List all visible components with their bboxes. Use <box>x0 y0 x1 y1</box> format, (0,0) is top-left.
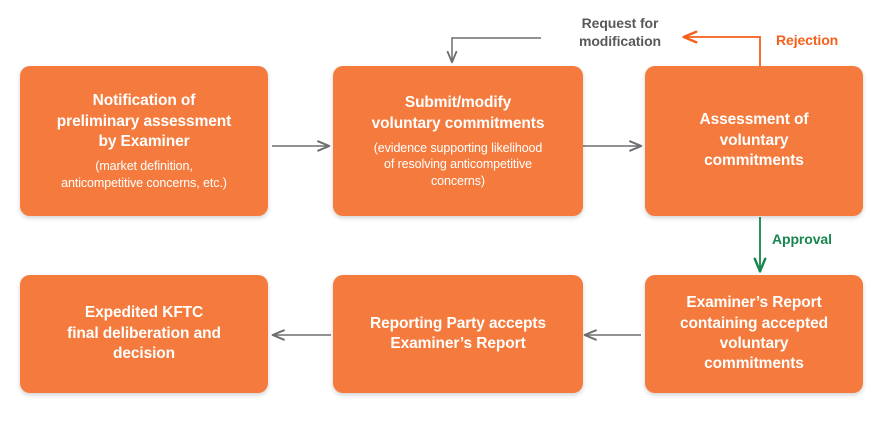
node-assessment[interactable]: Assessment of voluntary commitments <box>645 66 863 216</box>
node-notification-subtitle: (market definition, anticompetitive conc… <box>61 159 227 190</box>
edge-label-request-for-modification: Request for modification <box>578 15 662 50</box>
node-reporting-party-accepts[interactable]: Reporting Party accepts Examiner’s Repor… <box>333 275 583 393</box>
node-examiners-report-title: Examiner’s Report containing accepted vo… <box>680 294 828 373</box>
edge-label-approval: Approval <box>772 231 832 247</box>
edge-request-modification-grey <box>452 37 541 62</box>
node-examiners-report[interactable]: Examiner’s Report containing accepted vo… <box>645 275 863 393</box>
node-submit-modify-title: Submit/modify voluntary commitments <box>371 94 545 132</box>
node-assessment-title: Assessment of voluntary commitments <box>699 111 809 170</box>
node-submit-modify-subtitle: (evidence supporting likelihood of resol… <box>373 141 543 188</box>
edge-label-rejection: Rejection <box>776 32 839 48</box>
node-submit-modify[interactable]: Submit/modify voluntary commitments (evi… <box>333 66 583 216</box>
node-notification-title: Notification of preliminary assessment b… <box>56 92 232 150</box>
edge-rejection-orange <box>684 37 761 66</box>
node-reporting-party-accepts-title: Reporting Party accepts Examiner’s Repor… <box>369 314 546 352</box>
node-notification[interactable]: Notification of preliminary assessment b… <box>20 66 268 216</box>
node-final-deliberation[interactable]: Expedited KFTC final deliberation and de… <box>20 275 268 393</box>
node-final-deliberation-title: Expedited KFTC final deliberation and de… <box>67 304 221 363</box>
